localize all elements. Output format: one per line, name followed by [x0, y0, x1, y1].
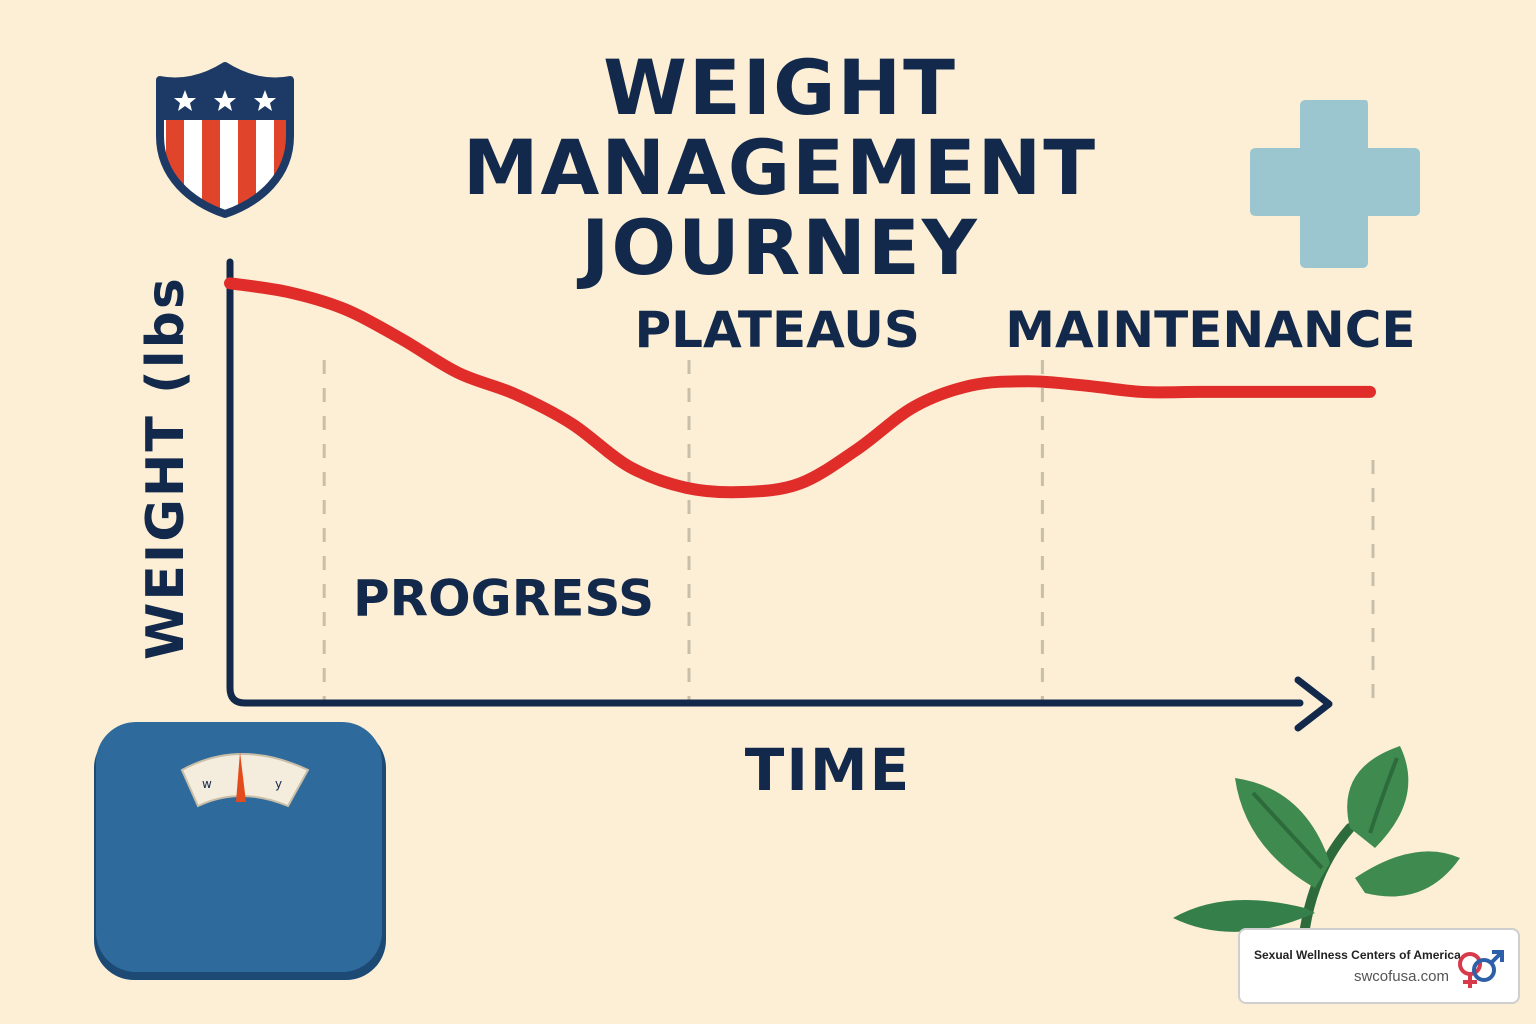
leaf-plant-icon	[1173, 746, 1460, 933]
x-axis-label: TIME	[745, 736, 911, 804]
annotation-progress: PROGRESS	[353, 570, 654, 628]
page-title: WEIGHT MANAGEMENT JOURNEY	[300, 48, 1260, 288]
y-axis-label: WEIGHT (lbs	[136, 276, 196, 660]
annotation-maintenance: MAINTENANCE	[1005, 301, 1415, 359]
annotation-plateaus: PLATEAUS	[635, 301, 920, 359]
gender-symbols-icon	[1458, 950, 1504, 988]
y-axis	[226, 258, 1304, 707]
phase-dividers	[322, 360, 1375, 706]
shield-stars-stripes-icon	[156, 62, 294, 218]
weight-series-line	[224, 277, 1376, 499]
title-line-2: JOURNEY	[581, 203, 979, 292]
bathroom-scale-icon: w y	[94, 722, 386, 980]
svg-text:w: w	[202, 777, 212, 791]
x-axis-arrow	[1294, 676, 1333, 732]
brand-badge: Sexual Wellness Centers of America swcof…	[1238, 928, 1520, 1004]
badge-url: swcofusa.com	[1353, 968, 1449, 985]
badge-brand-name: Sexual Wellness Centers of America	[1254, 948, 1461, 962]
phase-annotations: PROGRESS PLATEAUS MAINTENANCE	[353, 301, 1416, 627]
medical-plus-icon	[1250, 100, 1420, 268]
svg-text:y: y	[275, 777, 282, 791]
title-line-1: WEIGHT MANAGEMENT	[462, 43, 1098, 212]
